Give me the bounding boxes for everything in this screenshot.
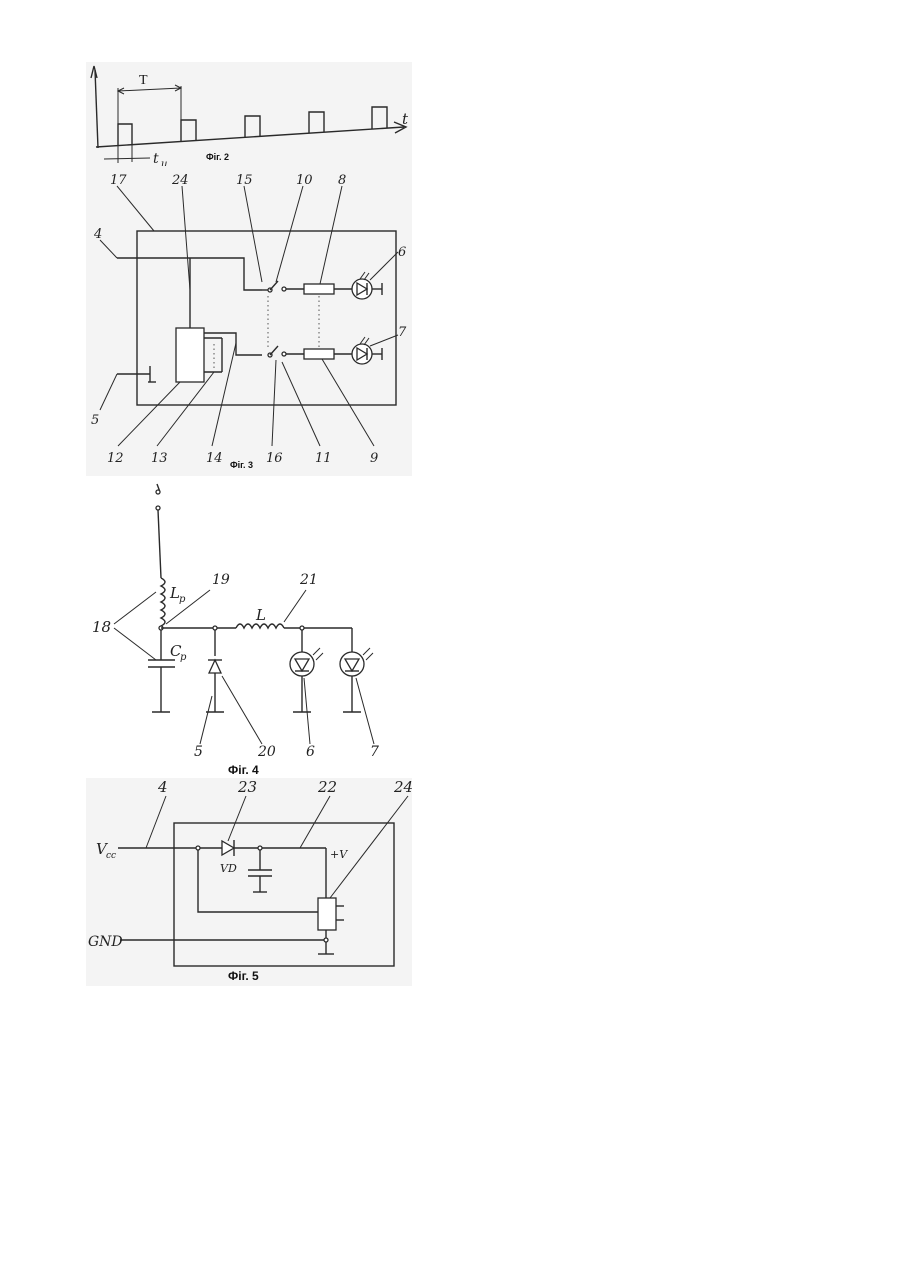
fig4-circuit: L p C p L 18 19 21 5 20 6 7 Фіг. 4	[92, 484, 379, 777]
fig5-ref-4: 4	[157, 778, 168, 796]
fig5-vd-label: VD	[220, 862, 237, 875]
fig4-ref-20: 20	[257, 744, 276, 760]
fig2-width-label: t	[153, 151, 159, 167]
fig4-inductor-l	[236, 624, 284, 628]
fig2-t-axis-label: t	[402, 110, 409, 128]
fig5-ref-24: 24	[393, 778, 413, 796]
fig3-ref-7: 7	[398, 325, 407, 340]
fig4-ref-21: 21	[299, 572, 318, 588]
fig5-caption: Фіг. 5	[228, 969, 259, 983]
fig4-diode-20	[209, 660, 221, 673]
fig5-circuit: V cc GND VD +V 4 23 22 24 Фіг. 5	[86, 778, 413, 986]
fig4-l-label: L	[255, 606, 266, 624]
fig5-gnd-label: GND	[88, 934, 123, 950]
fig3-ref-6: 6	[398, 245, 406, 260]
fig4-ref-7: 7	[370, 744, 379, 760]
fig3-ref-10: 10	[296, 173, 313, 188]
fig4-ref-19: 19	[212, 572, 230, 588]
fig3-ref-12: 12	[107, 451, 124, 466]
fig5-ref-23: 23	[237, 778, 257, 796]
fig3-ref-15: 15	[236, 173, 253, 188]
fig5-vcc-sub: cc	[106, 851, 116, 861]
fig4-ref-18: 18	[92, 618, 111, 636]
fig5-plus-v-label: +V	[330, 848, 348, 861]
fig3-resistor-8	[304, 284, 334, 294]
fig4-ref-6: 6	[306, 744, 315, 760]
fig3-resistor-9	[304, 349, 334, 359]
fig4-inductor-lp	[161, 578, 165, 626]
fig3-ref-14: 14	[206, 451, 223, 466]
fig3-ref-16: 16	[266, 451, 283, 466]
fig3-controller-block	[176, 328, 204, 382]
fig3-ref-17: 17	[110, 173, 127, 188]
fig2-period-label: T	[139, 73, 148, 88]
fig2-caption: Фіг. 2	[206, 152, 229, 162]
fig4-caption: Фіг. 4	[228, 763, 259, 777]
fig4-lp-sub: p	[179, 594, 186, 605]
fig3-ref-4: 4	[93, 227, 102, 242]
fig3-ref-8: 8	[338, 173, 346, 188]
fig3-ref-24: 24	[171, 173, 189, 188]
fig3-ref-9: 9	[370, 451, 378, 466]
fig3-block-diagram: 17 24 15 10 8 6 4 7 5 12 13 14 16 11 9 Ф…	[86, 166, 412, 476]
fig3-ref-13: 13	[151, 451, 168, 466]
fig4-cp-sub: p	[180, 652, 187, 663]
fig5-ref-22: 22	[317, 778, 337, 796]
fig2-timing-diagram: t T t и Фіг. 2	[86, 62, 412, 174]
fig5-controller-24	[318, 898, 336, 930]
fig3-ref-5: 5	[91, 413, 99, 428]
fig4-switch	[156, 490, 160, 494]
fig4-ref-5: 5	[194, 744, 203, 760]
fig3-ref-11: 11	[315, 451, 332, 466]
fig3-caption: Фіг. 3	[230, 460, 253, 470]
